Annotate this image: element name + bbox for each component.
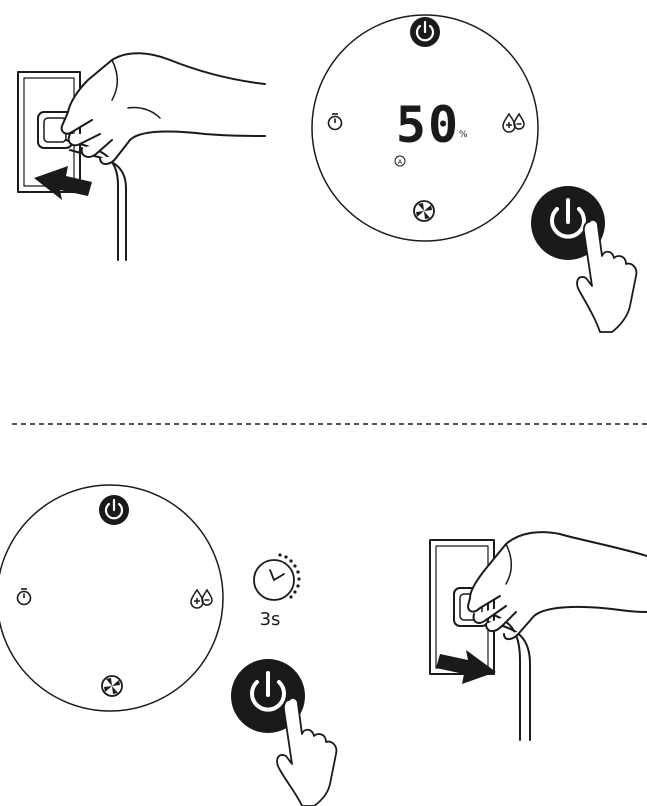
fan-icon[interactable]	[101, 675, 123, 697]
unplug-illustration	[429, 531, 647, 741]
press-power-illustration-top	[531, 186, 638, 333]
stopwatch-icon	[253, 553, 301, 601]
panel-dial	[311, 14, 539, 242]
humidity-readout: 50	[396, 96, 460, 154]
plug-in-illustration	[17, 52, 266, 261]
power-icon[interactable]	[410, 17, 440, 47]
panel-dial	[0, 484, 224, 712]
finger-outline	[276, 697, 338, 806]
control-panel-on: A 50 %	[311, 14, 539, 242]
press-power-illustration-bottom	[231, 659, 338, 806]
finger-outline	[576, 219, 638, 333]
control-panel-off	[0, 484, 224, 712]
auto-badge-label: A	[398, 158, 403, 166]
fan-icon[interactable]	[413, 200, 435, 222]
hand-outline	[60, 52, 266, 165]
auto-mode-icon: A	[394, 155, 406, 167]
humidity-icon[interactable]	[502, 112, 525, 133]
hold-duration-label: 3s	[260, 609, 281, 630]
timer-icon[interactable]	[327, 113, 343, 131]
timer-icon[interactable]	[16, 588, 32, 606]
power-icon[interactable]	[99, 495, 129, 525]
humidity-icon[interactable]	[190, 588, 213, 609]
humidity-unit: %	[459, 130, 468, 140]
hand-outline	[467, 531, 647, 640]
insert-arrow-icon	[34, 166, 92, 200]
remove-arrow-icon	[436, 650, 496, 684]
